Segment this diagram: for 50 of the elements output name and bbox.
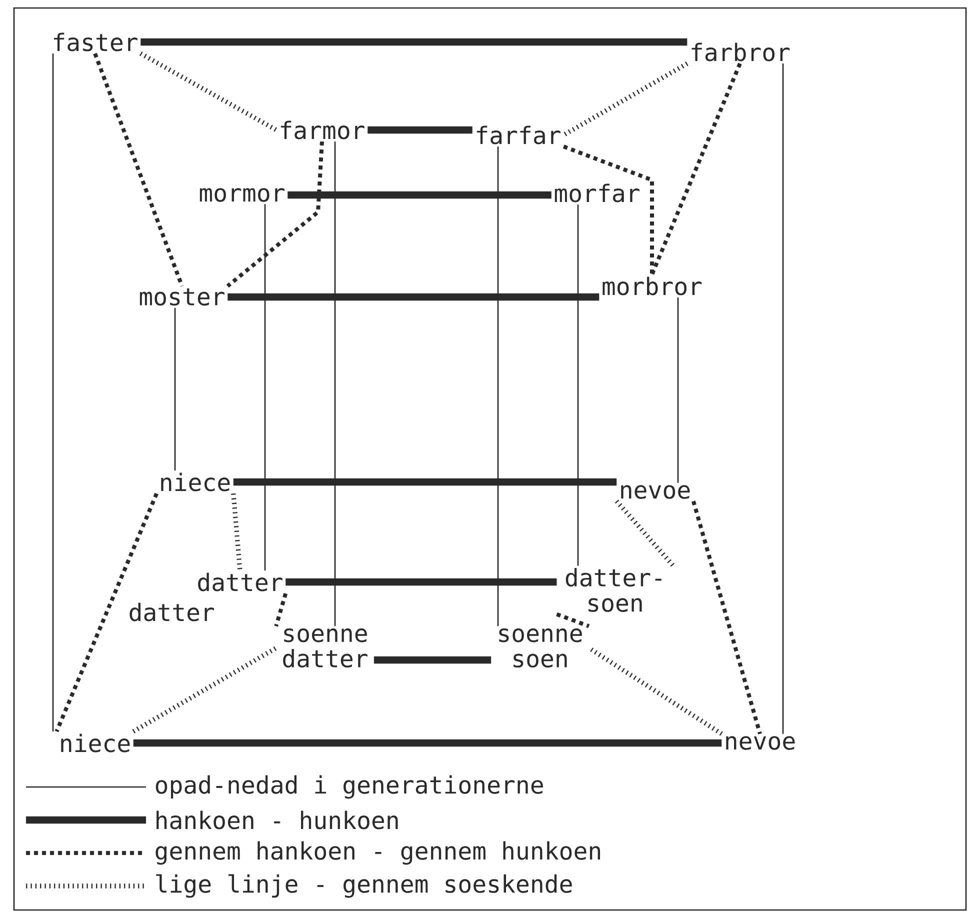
legend-text: gennem hankoen - gennem hunkoen (156, 841, 600, 865)
connector-line (264, 204, 266, 570)
kinship-term: soenne datter (283, 628, 368, 668)
kinship-term: morbror (602, 276, 702, 296)
connector-line (497, 146, 499, 626)
connector-line (650, 62, 742, 276)
legend-text: opad-nedad i generationerne (156, 775, 543, 799)
connector-line (228, 293, 600, 301)
kinship-term: moster (140, 288, 224, 306)
kinship-term: soenne soen (499, 628, 582, 668)
connector-line (562, 144, 654, 274)
kinship-term: datter- soen (566, 568, 662, 612)
connector-line (274, 592, 288, 627)
connector-line (614, 500, 676, 568)
connector-line (334, 142, 336, 626)
connector-line (562, 62, 688, 138)
connector-line (133, 739, 722, 747)
kinship-term: farmor (280, 120, 364, 140)
connector-line (231, 493, 242, 571)
connector-line (588, 646, 723, 736)
connector-line (93, 52, 184, 287)
kinship-term: nevoe (726, 736, 795, 750)
legend-text: lige linje - gennem soeskende (156, 874, 572, 898)
kinship-term: farfar (476, 126, 560, 144)
connector-line (174, 308, 176, 470)
kinship-term: niece (61, 734, 130, 752)
connector-line (782, 64, 784, 734)
kinship-term: morfar (554, 184, 640, 202)
kinship-term: niece (161, 472, 230, 492)
connector-line (286, 578, 557, 586)
connector-line (233, 478, 617, 486)
connector-line (374, 656, 492, 664)
connector-line (556, 612, 590, 628)
legend-text: hankoen - hunkoen (156, 810, 398, 830)
connector-line (52, 54, 54, 732)
connector-line (132, 646, 278, 734)
connector-line (140, 38, 688, 46)
connector-line (226, 141, 324, 288)
kinship-term: datter (198, 572, 282, 592)
connector-line (577, 204, 579, 566)
kinship-term: mormor (200, 188, 284, 202)
connector-line (139, 52, 278, 132)
connector-line (691, 500, 762, 734)
connector-line (677, 298, 679, 483)
kinship-term: nevoe (621, 485, 690, 499)
edge-label: datter (126, 600, 217, 624)
kinship-term: faster (54, 32, 138, 52)
connector-line (54, 492, 158, 732)
connector-line (368, 126, 472, 134)
kinship-term: farbror (692, 42, 790, 62)
